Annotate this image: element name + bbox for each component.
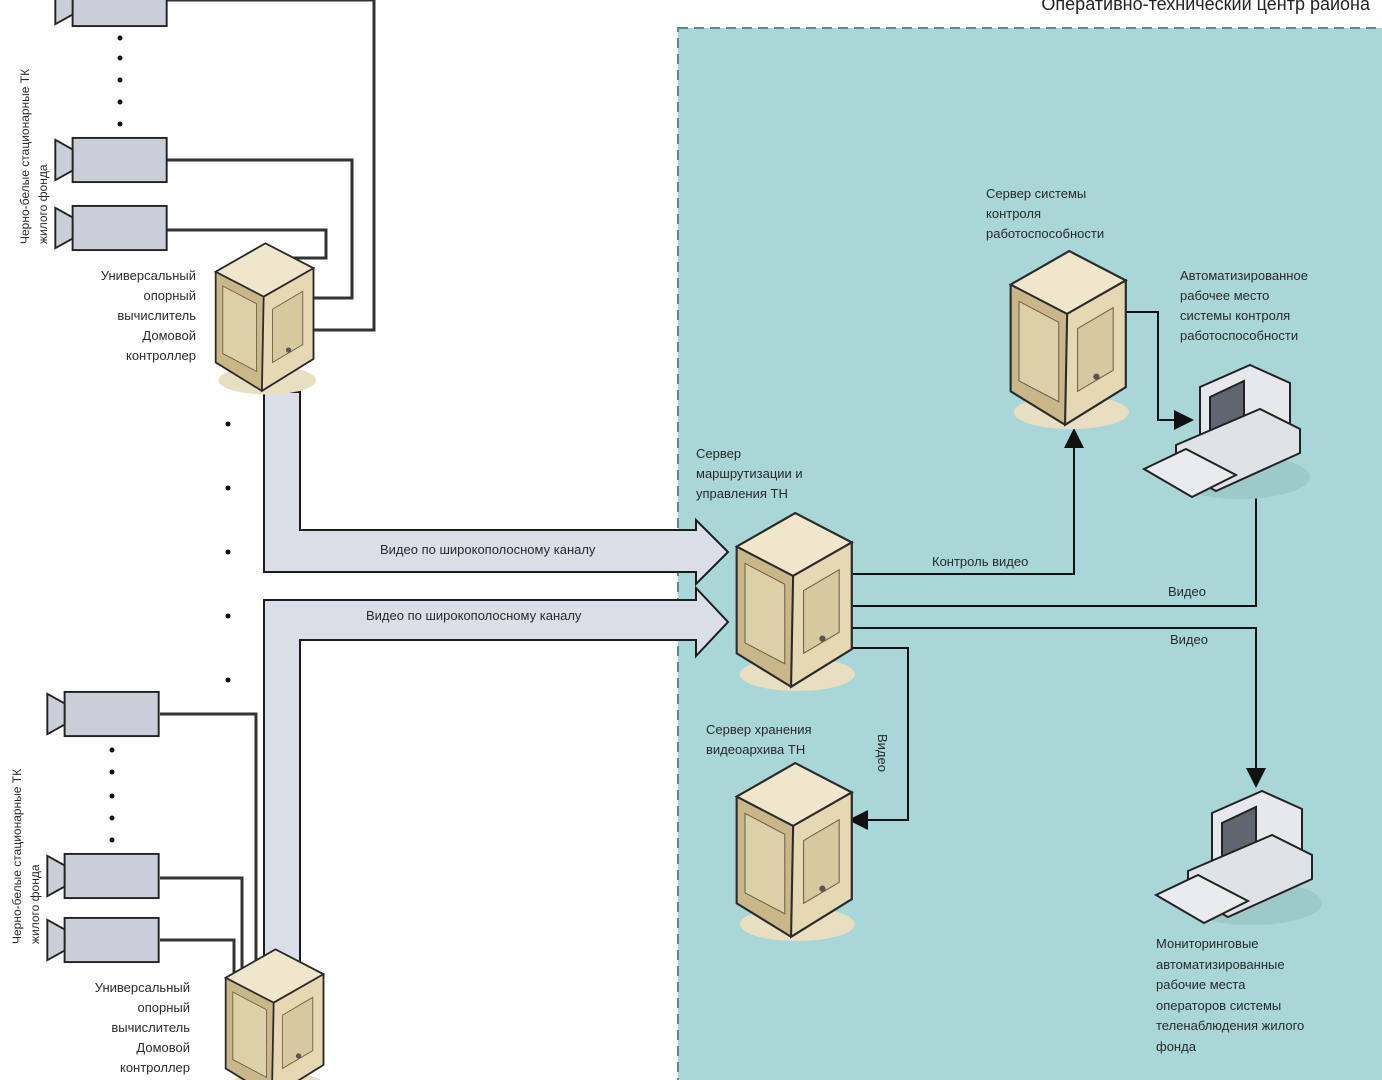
broadband-arrow-top <box>263 391 730 587</box>
camera-bottom-2 <box>46 852 160 900</box>
server-routing-label: Сервер маршрутизации и управления ТН <box>696 446 803 501</box>
dots-bottom-cameras <box>109 747 115 843</box>
server-storage-label: Сервер хранения видеоархива ТН <box>706 722 812 757</box>
controller-bottom-label: Универсальный опорный вычислитель Домово… <box>94 980 190 1075</box>
flow-broadband-bottom-label: Видео по широкополосному каналу <box>366 608 582 623</box>
camera-top-3 <box>54 204 168 252</box>
dots-top-cameras <box>117 35 123 127</box>
workstation-operators-label: Мониторинговые автоматизированные рабочи… <box>1156 936 1305 1054</box>
wire-top-1 <box>166 0 376 332</box>
controller-top-label: Универсальный опорный вычислитель Домово… <box>100 268 196 363</box>
wire-bottom-1 <box>160 712 258 962</box>
flow-monitoring-link <box>1126 311 1194 430</box>
wire-top-3 <box>166 228 328 260</box>
flow-video-3-label: Видео <box>875 734 890 772</box>
broadband-arrow-bottom <box>263 585 730 1080</box>
server-storage-icon <box>735 762 856 943</box>
server-monitoring-icon <box>1009 250 1130 431</box>
flow-video-1 <box>848 474 1266 607</box>
dots-middle <box>225 421 231 683</box>
zone-title: Оперативно-технический центр района <box>1041 0 1370 14</box>
camera-top-1 <box>54 0 168 28</box>
server-routing-icon <box>735 512 856 693</box>
controller-bottom-icon <box>224 948 328 1080</box>
workstation-monitoring-label: Автоматизированное рабочее место системы… <box>1180 268 1308 343</box>
flow-video-2-label: Видео <box>1170 632 1208 647</box>
cameras-top-label: Черно-белые стационарные ТК жилого фонда <box>18 68 50 244</box>
cameras-bottom-label: Черно-белые стационарные ТК жилого фонда <box>10 768 42 944</box>
flow-video-1-label: Видео <box>1168 584 1206 599</box>
flow-video-3 <box>848 647 909 830</box>
controller-top-icon <box>214 242 318 396</box>
camera-top-2 <box>54 136 168 184</box>
flow-video-control <box>850 428 1084 575</box>
camera-bottom-3 <box>46 916 160 964</box>
server-monitoring-label: Сервер системы контроля работоспособност… <box>986 186 1105 241</box>
wire-top-2 <box>166 158 354 300</box>
flow-video-control-label: Контроль видео <box>932 554 1029 569</box>
flow-video-2 <box>848 627 1266 788</box>
wire-bottom-2 <box>160 876 244 990</box>
flow-broadband-top-label: Видео по широкополосному каналу <box>380 542 596 557</box>
camera-bottom-1 <box>46 690 160 738</box>
